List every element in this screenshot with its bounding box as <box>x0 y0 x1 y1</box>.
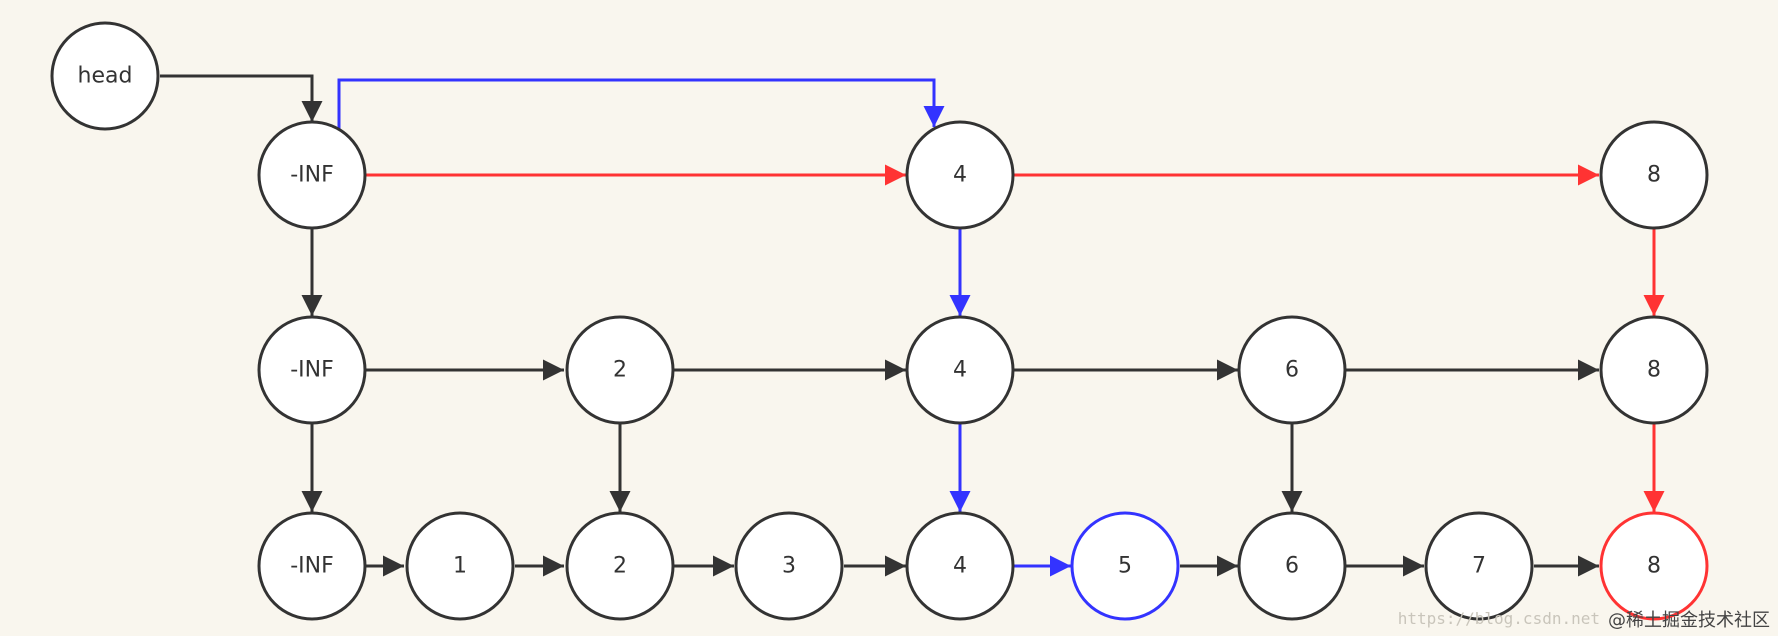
svg-text:4: 4 <box>953 163 967 188</box>
edges <box>160 74 1665 577</box>
node-level3-5: 5 <box>1070 511 1180 621</box>
svg-text:-INF: -INF <box>290 554 334 579</box>
node-level2-4: 4 <box>905 315 1015 425</box>
node-level2-8: 8 <box>1599 315 1709 425</box>
svg-text:-INF: -INF <box>290 163 334 188</box>
watermark-faint-url: https://blog.csdn.net <box>1398 609 1600 628</box>
node-level1-4: 4 <box>905 120 1015 230</box>
nodes: head -INF 4 8 -INF 2 4 6 <box>50 21 1709 621</box>
node-level3-3: 3 <box>734 511 844 621</box>
svg-text:4: 4 <box>953 554 967 579</box>
svg-text:8: 8 <box>1647 358 1661 383</box>
svg-text:6: 6 <box>1285 554 1299 579</box>
svg-text:2: 2 <box>613 358 627 383</box>
edge-l1-inf-to-l1-4-blue <box>337 78 945 130</box>
node-level3-neg-inf: -INF <box>257 511 367 621</box>
svg-text:7: 7 <box>1472 554 1486 579</box>
node-level2-neg-inf: -INF <box>257 315 367 425</box>
node-level3-6: 6 <box>1237 511 1347 621</box>
node-level2-2: 2 <box>565 315 675 425</box>
watermark: @稀土掘金技术社区 <box>1608 610 1770 631</box>
node-level3-1: 1 <box>405 511 515 621</box>
svg-text:8: 8 <box>1647 554 1661 579</box>
svg-text:1: 1 <box>453 554 467 579</box>
svg-text:5: 5 <box>1118 554 1132 579</box>
svg-text:6: 6 <box>1285 358 1299 383</box>
svg-text:4: 4 <box>953 358 967 383</box>
node-level2-6: 6 <box>1237 315 1347 425</box>
node-level3-4: 4 <box>905 511 1015 621</box>
node-level3-7: 7 <box>1424 511 1534 621</box>
svg-text:3: 3 <box>782 554 796 579</box>
node-level3-8: 8 <box>1599 511 1709 621</box>
node-level1-neg-inf: -INF <box>257 120 367 230</box>
svg-text:-INF: -INF <box>290 358 334 383</box>
node-head: head <box>50 21 160 131</box>
edge-head-to-l1-inf <box>160 74 323 122</box>
svg-text:head: head <box>78 64 133 89</box>
svg-text:8: 8 <box>1647 163 1661 188</box>
node-level1-8: 8 <box>1599 120 1709 230</box>
node-level3-2: 2 <box>565 511 675 621</box>
svg-text:2: 2 <box>613 554 627 579</box>
